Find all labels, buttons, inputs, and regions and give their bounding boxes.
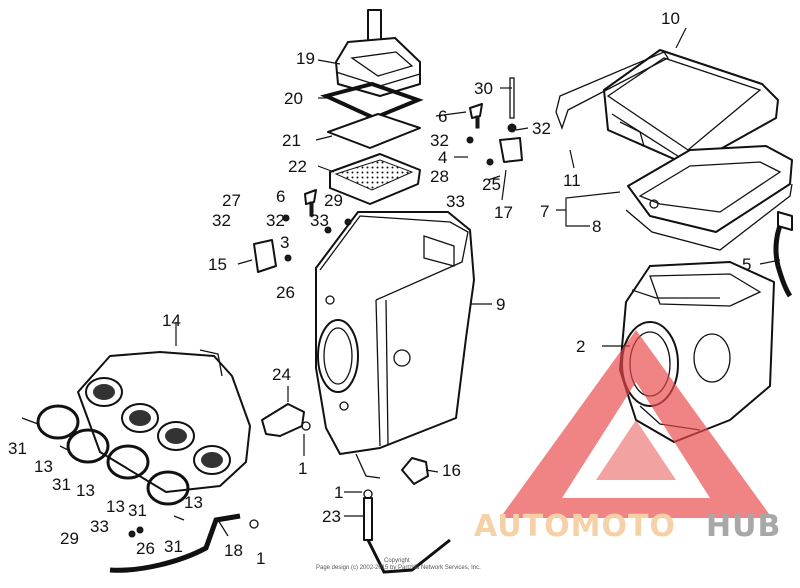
watermark-text-hub: HUB — [706, 509, 781, 544]
callout-22: 22 — [288, 157, 307, 176]
callout-6: 6 — [276, 187, 285, 206]
part-18-hose — [109, 513, 241, 573]
callout-29: 29 — [324, 191, 343, 210]
callout-6: 6 — [438, 107, 447, 126]
part-17-bracket — [499, 137, 523, 163]
callout-31: 31 — [8, 439, 27, 458]
part-23-tube — [363, 489, 451, 574]
callout-1: 1 — [334, 483, 343, 502]
callout-32: 32 — [212, 211, 231, 230]
hardware-small-parts — [21, 77, 517, 538]
part-13-clamps — [36, 404, 190, 506]
callout-14: 14 — [162, 311, 181, 330]
callout-30: 30 — [474, 79, 493, 98]
callout-11: 11 — [563, 171, 581, 190]
part-11-seal — [555, 51, 669, 130]
callout-33: 33 — [310, 211, 329, 230]
callout-5: 5 — [742, 255, 751, 274]
callout-26: 26 — [136, 539, 155, 558]
part-22-filter — [329, 153, 421, 205]
copyright-text: Copyright — [384, 558, 410, 564]
part-20-gasket — [320, 81, 424, 121]
callout-1: 1 — [298, 459, 307, 478]
callout-31: 31 — [164, 537, 183, 556]
callout-29: 29 — [60, 529, 79, 548]
callout-4: 4 — [438, 148, 447, 167]
part-7-8-tray — [625, 145, 793, 251]
callout-23: 23 — [322, 507, 341, 526]
callout-13: 13 — [76, 481, 95, 500]
part-9-airbox — [315, 211, 475, 479]
callout-33: 33 — [90, 517, 109, 536]
leader-lines — [175, 27, 781, 537]
callout-2: 2 — [576, 337, 585, 356]
callout-8: 8 — [592, 217, 601, 236]
callout-15: 15 — [208, 255, 227, 274]
callout-21: 21 — [282, 131, 301, 150]
part-14-manifold — [77, 349, 251, 493]
callout-7: 7 — [540, 202, 549, 221]
callout-3: 3 — [280, 233, 289, 252]
callout-32: 32 — [266, 211, 285, 230]
callout-10: 10 — [661, 9, 680, 28]
copyright-line2: Page design (c) 2002-2015 by Partzilla N… — [316, 565, 481, 571]
callout-26: 26 — [276, 283, 295, 302]
part-15-bracket — [253, 239, 277, 273]
callout-19: 19 — [296, 49, 315, 68]
part-21-pad — [327, 113, 421, 149]
callout-18: 18 — [224, 541, 243, 560]
callout-32: 32 — [430, 131, 449, 150]
part-24-elbow — [261, 403, 305, 437]
part-16-plate — [401, 457, 429, 485]
callout-16: 16 — [442, 461, 461, 480]
watermark-triangle-logo — [500, 330, 772, 518]
callout-33: 33 — [446, 192, 465, 211]
automotohub-watermark: AUTOMOTO HUB — [474, 330, 781, 544]
parts-artwork — [21, 9, 793, 574]
callout-13: 13 — [184, 493, 203, 512]
callout-31: 31 — [52, 475, 71, 494]
watermark-text-automoto: AUTOMOTO — [474, 509, 676, 544]
callout-32: 32 — [532, 119, 551, 138]
callout-13: 13 — [34, 457, 53, 476]
part-5-hose — [773, 216, 793, 298]
callout-13: 13 — [106, 497, 125, 516]
callout-20: 20 — [284, 89, 303, 108]
callout-labels: 10 19 20 30 6 32 32 21 11 4 22 28 25 7 2… — [8, 9, 751, 568]
callout-24: 24 — [272, 365, 291, 384]
callout-27: 27 — [222, 191, 241, 210]
callout-31: 31 — [128, 501, 147, 520]
part-19-boot — [335, 9, 421, 97]
callout-9: 9 — [496, 295, 505, 314]
callout-17: 17 — [494, 203, 513, 222]
callout-1: 1 — [256, 549, 265, 568]
callout-28: 28 — [430, 167, 449, 186]
callout-25: 25 — [482, 175, 501, 194]
